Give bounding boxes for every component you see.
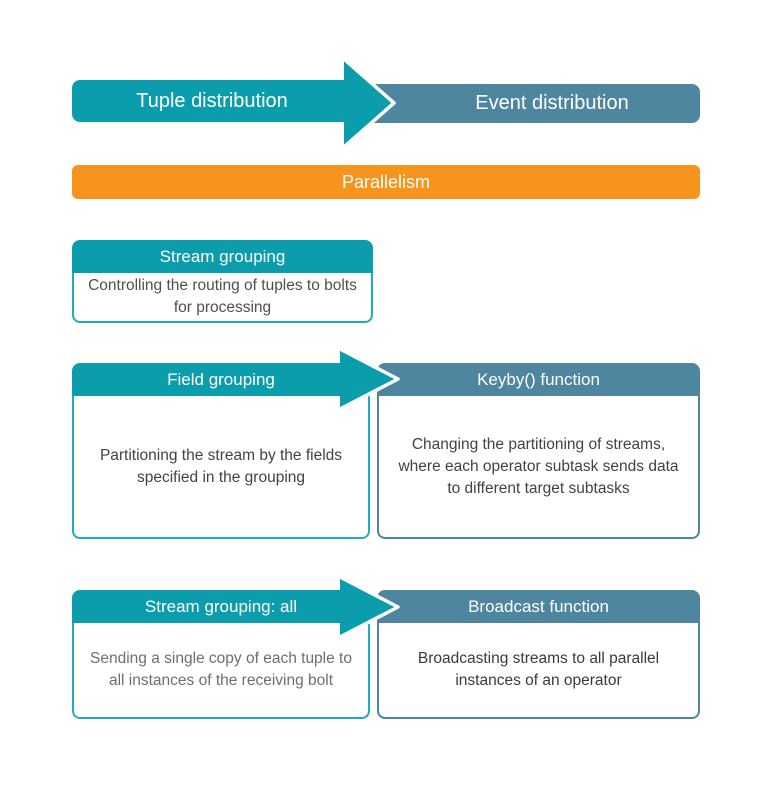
stream-grouping-card-header: Stream grouping (72, 240, 373, 273)
stream-grouping-all-card-text: Sending a single copy of each tuple to a… (90, 650, 352, 689)
broadcast-function-card-header: Broadcast function (377, 590, 700, 623)
field-grouping-card-body: Partitioning the stream by the fields sp… (72, 396, 370, 539)
field-grouping-card-text: Partitioning the stream by the fields sp… (99, 446, 343, 486)
broadcast-function-card-text: Broadcasting streams to all parallel ins… (417, 650, 660, 689)
broadcast-function-card-body: Broadcasting streams to all parallel ins… (377, 623, 700, 719)
arrow-right-icon (338, 575, 400, 639)
broadcast-function-card: Broadcast function Broadcasting streams … (377, 590, 700, 719)
event-distribution-bar: Event distribution (352, 84, 700, 123)
stream-grouping-card-body: Controlling the routing of tuples to bol… (72, 273, 373, 323)
stream-grouping-all-card-header: Stream grouping: all (72, 590, 370, 623)
stream-grouping-card-text: Controlling the routing of tuples to bol… (88, 277, 357, 316)
parallelism-bar: Parallelism (72, 165, 700, 199)
stream-grouping-all-card-body: Sending a single copy of each tuple to a… (72, 623, 370, 719)
parallelism-label: Parallelism (341, 171, 431, 192)
stream-grouping-card-title: Stream grouping (159, 246, 286, 266)
event-distribution-label: Event distribution (475, 92, 629, 114)
stream-grouping-all-card: Stream grouping: all Sending a single co… (72, 590, 370, 719)
tuple-distribution-label: Tuple distribution (136, 89, 288, 112)
tuple-distribution-bar: Tuple distribution (72, 80, 352, 122)
stream-grouping-card: Stream grouping Controlling the routing … (72, 240, 373, 323)
keyby-function-card-text: Changing the partitioning of streams, wh… (398, 435, 679, 497)
arrow-right-icon (338, 347, 400, 411)
arrow-right-icon (342, 57, 396, 149)
field-grouping-card-title: Field grouping (167, 369, 275, 389)
keyby-function-card: Keyby() function Changing the partitioni… (377, 363, 700, 539)
keyby-function-card-title: Keyby() function (477, 369, 600, 389)
field-grouping-card-header: Field grouping (72, 363, 370, 396)
stream-grouping-all-card-title: Stream grouping: all (144, 596, 298, 616)
field-grouping-card: Field grouping Partitioning the stream b… (72, 363, 370, 539)
broadcast-function-card-title: Broadcast function (468, 596, 609, 616)
keyby-function-card-header: Keyby() function (377, 363, 700, 396)
keyby-function-card-body: Changing the partitioning of streams, wh… (377, 396, 700, 539)
